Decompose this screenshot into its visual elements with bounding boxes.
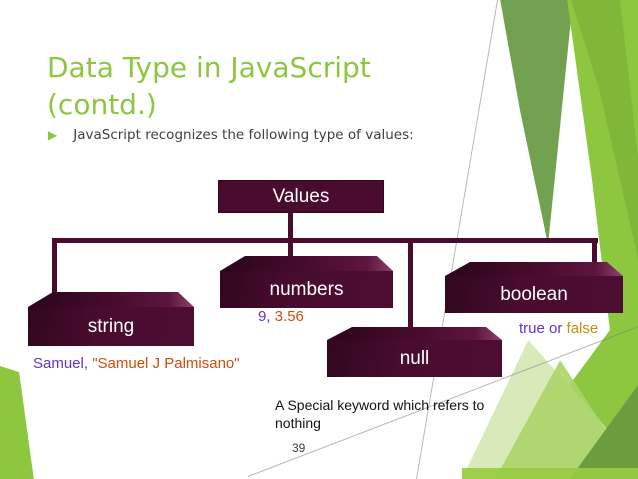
- bullet-text: JavaScript recognizes the following type…: [73, 127, 414, 143]
- node-values-label: Values: [272, 185, 330, 207]
- slide-title-line1: Data Type in JavaScript: [47, 51, 371, 84]
- node-boolean-top-bevel: [445, 262, 623, 276]
- example-string: Samuel, "Samuel J Palmisano": [33, 355, 240, 372]
- node-string-top-bevel: [28, 292, 194, 307]
- bullet-row: ▶ JavaScript recognizes the following ty…: [48, 126, 414, 144]
- example-numbers-rest: 3.56: [270, 308, 304, 325]
- example-boolean-rest: false: [566, 320, 599, 337]
- node-values: Values: [218, 180, 384, 213]
- example-string-prefix: Samuel,: [33, 355, 89, 372]
- node-numbers-top-bevel: [220, 256, 393, 271]
- bullet-triangle-icon: ▶: [48, 128, 58, 142]
- null-note: A Special keyword which refers to nothin…: [275, 397, 485, 431]
- example-boolean: true or false: [519, 320, 598, 337]
- connector-drop-numbers: [288, 243, 293, 259]
- connector-horizontal-rail: [52, 238, 598, 243]
- connector-values-stem: [288, 212, 293, 240]
- example-string-rest: "Samuel J Palmisano": [88, 355, 240, 372]
- slide-title: Data Type in JavaScript (contd.): [47, 49, 371, 123]
- node-string: string: [28, 292, 194, 346]
- node-null-top-bevel: [327, 327, 502, 340]
- node-null-label: null: [327, 340, 502, 377]
- node-null: null: [327, 327, 502, 377]
- slide-title-line2: (contd.): [47, 88, 157, 121]
- node-numbers-label: numbers: [220, 271, 393, 308]
- example-boolean-prefix: true or: [519, 320, 567, 337]
- page-number: 39: [292, 441, 306, 455]
- example-numbers-prefix: 9,: [258, 308, 271, 325]
- node-boolean: boolean: [445, 262, 623, 313]
- node-numbers: numbers: [220, 256, 393, 308]
- node-string-label: string: [28, 307, 194, 346]
- connector-drop-string: [52, 238, 57, 295]
- connector-drop-null: [408, 243, 413, 330]
- node-boolean-label: boolean: [445, 276, 623, 313]
- connector-drop-boolean: [592, 243, 597, 265]
- example-numbers: 9, 3.56: [258, 308, 304, 325]
